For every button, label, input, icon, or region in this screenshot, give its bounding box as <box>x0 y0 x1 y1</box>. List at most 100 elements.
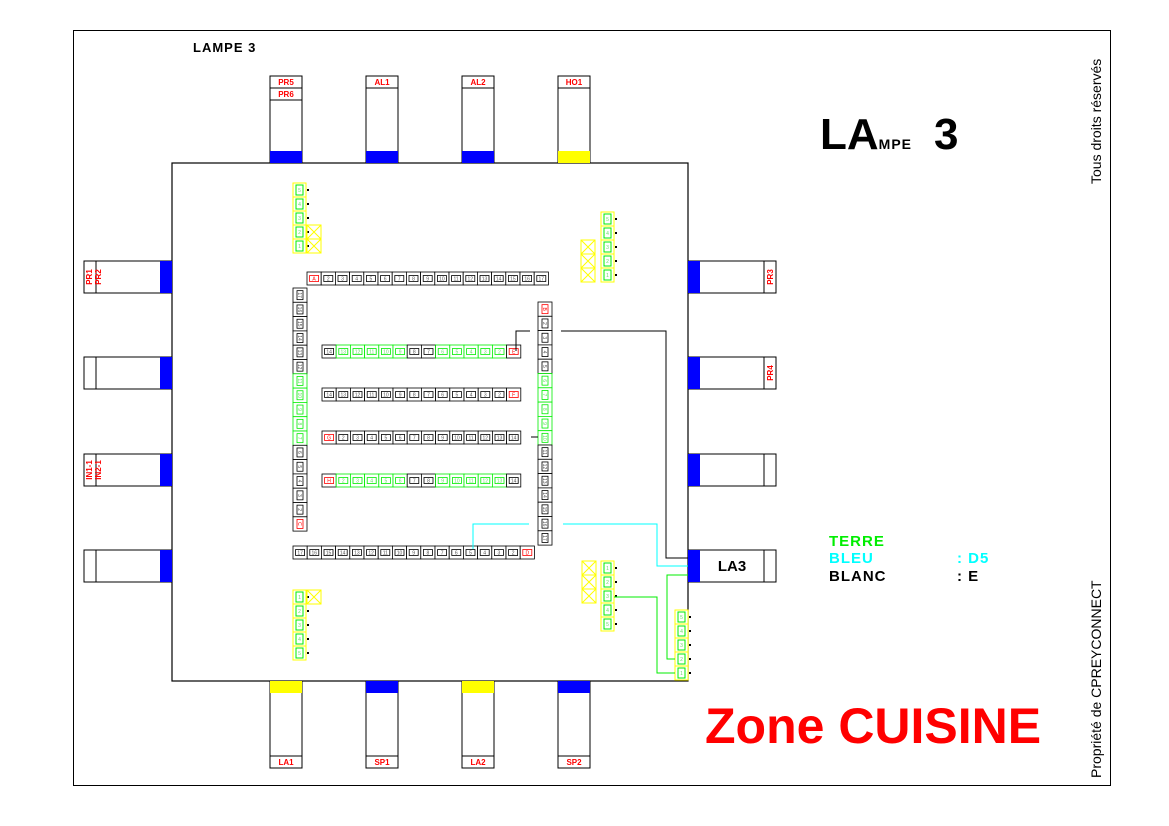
terminal-screw <box>380 434 391 441</box>
wire-terre-2 <box>614 596 675 674</box>
terminal: 2 <box>320 271 336 286</box>
connector-pin-yellow <box>462 681 494 693</box>
terminal-label: 15 <box>541 507 547 513</box>
terminal-screw <box>437 348 448 355</box>
terminal: 2 <box>292 502 308 518</box>
terminal-screw <box>338 434 349 441</box>
terminal-label: 6 <box>399 479 402 485</box>
connector-body <box>557 680 591 769</box>
terminal-screw <box>465 275 476 282</box>
connector-label: LA1 <box>278 758 294 767</box>
ground-screw <box>603 618 612 630</box>
terminal: 10 <box>292 387 308 403</box>
terminal: 7 <box>391 271 407 286</box>
ground-pin <box>615 260 617 262</box>
terminal: 11 <box>377 545 393 560</box>
terminal-screw <box>296 433 304 444</box>
terminal-screw <box>422 549 433 556</box>
terminal-screw <box>395 434 406 441</box>
terminal-label: 11 <box>453 277 458 283</box>
terminal-label: 2 <box>512 551 515 557</box>
terminal: 11 <box>463 473 479 488</box>
connector-right-3 <box>687 453 777 487</box>
terminal: 12 <box>349 344 365 359</box>
terminal-screw <box>480 391 491 398</box>
terminal-label: 9 <box>541 422 547 425</box>
terminal-screw <box>296 376 304 386</box>
terminal-screw <box>366 434 377 441</box>
terminal-label: 13 <box>341 350 347 356</box>
terminal-screw <box>366 549 377 556</box>
connector-body <box>687 549 777 583</box>
terminal-screw <box>352 391 363 398</box>
ground-screw <box>603 213 612 225</box>
terminal: 4 <box>463 387 479 402</box>
ground-pin <box>615 246 617 248</box>
terminal-label: 13 <box>497 479 503 485</box>
connector-pin-blue <box>366 151 398 163</box>
terminal-label: 2 <box>541 322 547 325</box>
terminal-screw <box>493 549 504 556</box>
terminal-screw <box>493 275 504 282</box>
zone-title: Zone CUISINE <box>705 698 1042 754</box>
terminal-label: 10 <box>383 350 389 356</box>
terminal: 5 <box>378 473 394 488</box>
legend-blanc-label: BLANC <box>829 568 887 585</box>
terminal: 13 <box>349 545 365 560</box>
terminal-label: 9 <box>412 551 415 557</box>
terminal-screw <box>541 418 549 429</box>
terminal-label: 15 <box>510 277 516 283</box>
terminal: 7 <box>292 430 308 446</box>
title-number: 3 <box>934 110 959 159</box>
terminal-label: 10 <box>439 277 445 283</box>
connector-body <box>83 356 173 390</box>
ground-pin <box>307 217 309 219</box>
terminal-label: 2 <box>498 350 501 356</box>
terminal: 7 <box>420 344 436 359</box>
terminal: 11 <box>364 344 380 359</box>
terminal: 14 <box>321 387 337 402</box>
ground-label: 2 <box>606 580 609 586</box>
terminal-screw <box>365 275 376 282</box>
terminal-label: 5 <box>296 465 302 468</box>
terminal: 9 <box>537 415 553 432</box>
terminal-label: 13 <box>354 551 360 557</box>
ground-pin <box>307 231 309 233</box>
ground-label: 2 <box>298 609 301 615</box>
ground-pin <box>307 610 309 612</box>
terminal-screw <box>541 304 549 315</box>
terminal-label: 7 <box>413 436 416 442</box>
terminal-label: 11 <box>468 436 473 442</box>
terminal-label: 5 <box>385 436 388 442</box>
connector-body <box>365 75 399 164</box>
terminal-label: 11 <box>383 551 388 557</box>
drawing-sheet <box>73 30 1111 786</box>
terminal-screw <box>324 391 335 398</box>
ground-cross <box>581 588 597 604</box>
terminal-screw <box>296 504 304 515</box>
terminal-screw <box>409 348 420 355</box>
ground-screw <box>677 639 686 651</box>
terminal: 9 <box>420 271 436 286</box>
ground-pin <box>307 638 309 640</box>
terminal: 17 <box>292 545 308 560</box>
ground-screw <box>677 667 686 679</box>
terminal-screw <box>422 275 433 282</box>
terminal-label: 10 <box>397 551 403 557</box>
terminal-screw <box>466 348 477 355</box>
connector-left-2 <box>83 356 173 390</box>
ground-pin <box>307 189 309 191</box>
terminal-label: 4 <box>296 480 302 483</box>
connector-body <box>461 680 495 769</box>
ground-label: 5 <box>680 615 683 621</box>
terminal-screw <box>324 348 335 355</box>
terminal-label: 8 <box>296 422 302 425</box>
ground-screw <box>603 590 612 602</box>
terminal-label: 9 <box>399 350 402 356</box>
ground-pin <box>307 203 309 205</box>
